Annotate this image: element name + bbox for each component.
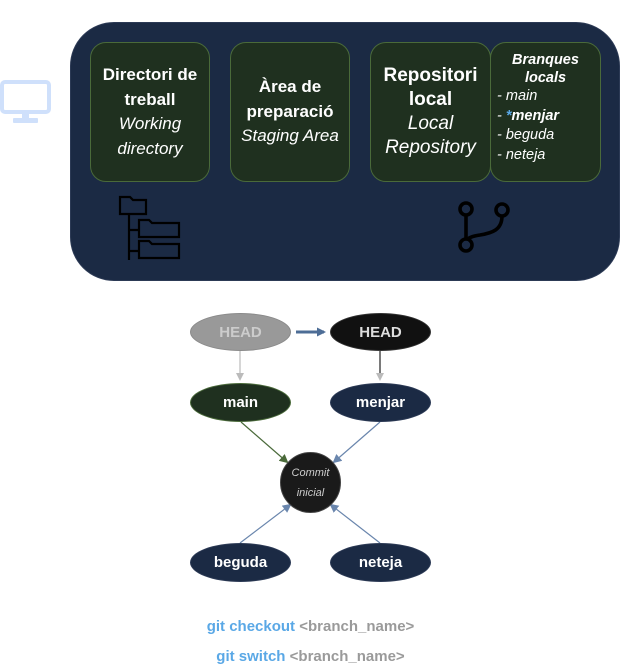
command-switch: git switch <branch_name>	[0, 648, 621, 665]
staging-area-subtitle: Staging Area	[241, 126, 339, 146]
working-directory-card: Directori de treball Working directory	[90, 42, 210, 182]
branch-node-main: main	[190, 383, 291, 422]
local-repository-subtitle: Local Repository	[385, 113, 476, 158]
menjar-to-commit-arrow	[332, 421, 381, 464]
main-to-commit-arrow	[240, 421, 289, 464]
active-branch-marker: *	[505, 107, 512, 124]
branch-list-item-active: - *menjar	[497, 107, 560, 124]
branch-list-item: - main	[497, 88, 538, 104]
beguda-to-commit-arrow	[239, 503, 292, 544]
branch-list-item: - beguda	[497, 127, 555, 143]
head-current-node: HEAD	[330, 313, 431, 351]
working-directory-subtitle: Working directory	[117, 114, 183, 158]
branch-node-neteja: neteja	[330, 543, 431, 582]
staging-area-card: Àrea de preparació Staging Area	[230, 42, 350, 182]
branch-list-item: - neteja	[497, 146, 546, 163]
working-directory-title: Directori de treball	[102, 65, 198, 109]
neteja-to-commit-arrow	[329, 503, 381, 544]
local-repository-title: Repositori local	[383, 65, 478, 110]
branch-node-menjar: menjar	[330, 383, 431, 422]
branch-node-beguda: beguda	[190, 543, 291, 582]
commit-node: Commit inicial	[280, 452, 341, 513]
command-argument: <branch_name>	[299, 618, 415, 635]
folder-tree-icon	[118, 195, 181, 260]
staging-area-title: Àrea de preparació	[246, 77, 334, 121]
command-keyword: git switch	[216, 648, 286, 665]
local-branches-card: Branques locals - main - *menjar - begud…	[490, 42, 601, 182]
command-checkout: git checkout <branch_name>	[0, 618, 621, 635]
local-repository-card: Repositori local Local Repository	[370, 42, 491, 182]
git-branch-icon	[458, 201, 510, 253]
command-keyword: git checkout	[206, 618, 296, 635]
local-branches-heading: Branques locals	[512, 52, 579, 86]
head-previous-node: HEAD	[190, 313, 291, 351]
command-argument: <branch_name>	[289, 648, 405, 665]
monitor-icon	[0, 80, 51, 123]
